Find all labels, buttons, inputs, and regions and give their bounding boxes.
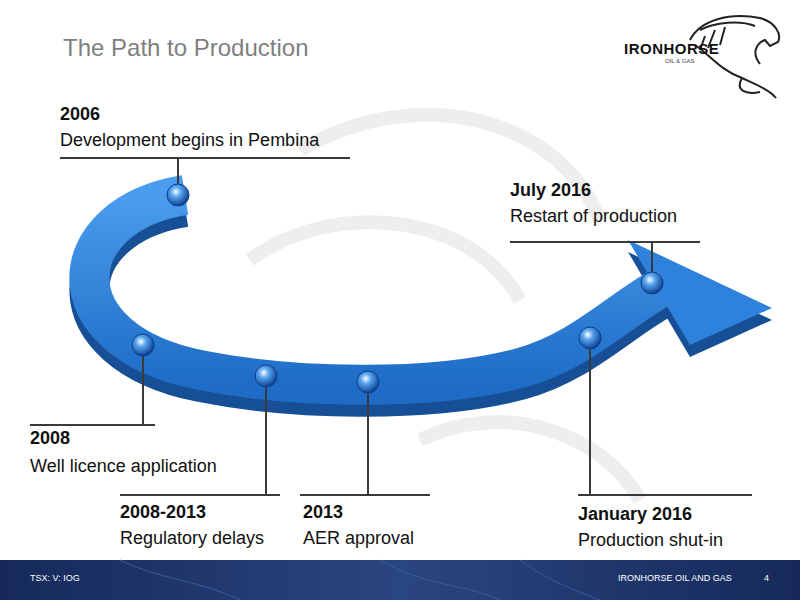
logo-subtitle: OIL & GAS bbox=[665, 58, 694, 64]
milestone-text: AER approval bbox=[303, 528, 414, 549]
logo-name: IRONHORSE bbox=[624, 40, 719, 57]
slide-title: The Path to Production bbox=[63, 34, 308, 62]
milestone-text: Well licence application bbox=[30, 456, 217, 477]
watermark bbox=[250, 115, 640, 500]
milestone-text: Development begins in Pembina bbox=[60, 130, 319, 151]
milestone-year: 2008 bbox=[30, 428, 70, 449]
footer-texture bbox=[120, 560, 600, 600]
milestone-year: January 2016 bbox=[578, 504, 692, 525]
milestone-text: Restart of production bbox=[510, 206, 677, 227]
milestone-year: July 2016 bbox=[510, 180, 591, 201]
page-number: 4 bbox=[764, 573, 769, 583]
milestone-year: 2008-2013 bbox=[120, 502, 206, 523]
leader-lines bbox=[30, 158, 752, 495]
milestone-year: 2013 bbox=[303, 502, 343, 523]
footer-bar bbox=[0, 560, 800, 600]
footer-ticker: TSX: V: IOG bbox=[30, 573, 80, 583]
milestone-text: Regulatory delays bbox=[120, 528, 264, 549]
milestone-text: Production shut-in bbox=[578, 530, 723, 551]
footer-company: IRONHORSE OIL AND GAS bbox=[618, 573, 732, 583]
milestone-year: 2006 bbox=[60, 104, 100, 125]
arrow-head bbox=[628, 240, 772, 345]
horse-logo bbox=[690, 16, 779, 98]
